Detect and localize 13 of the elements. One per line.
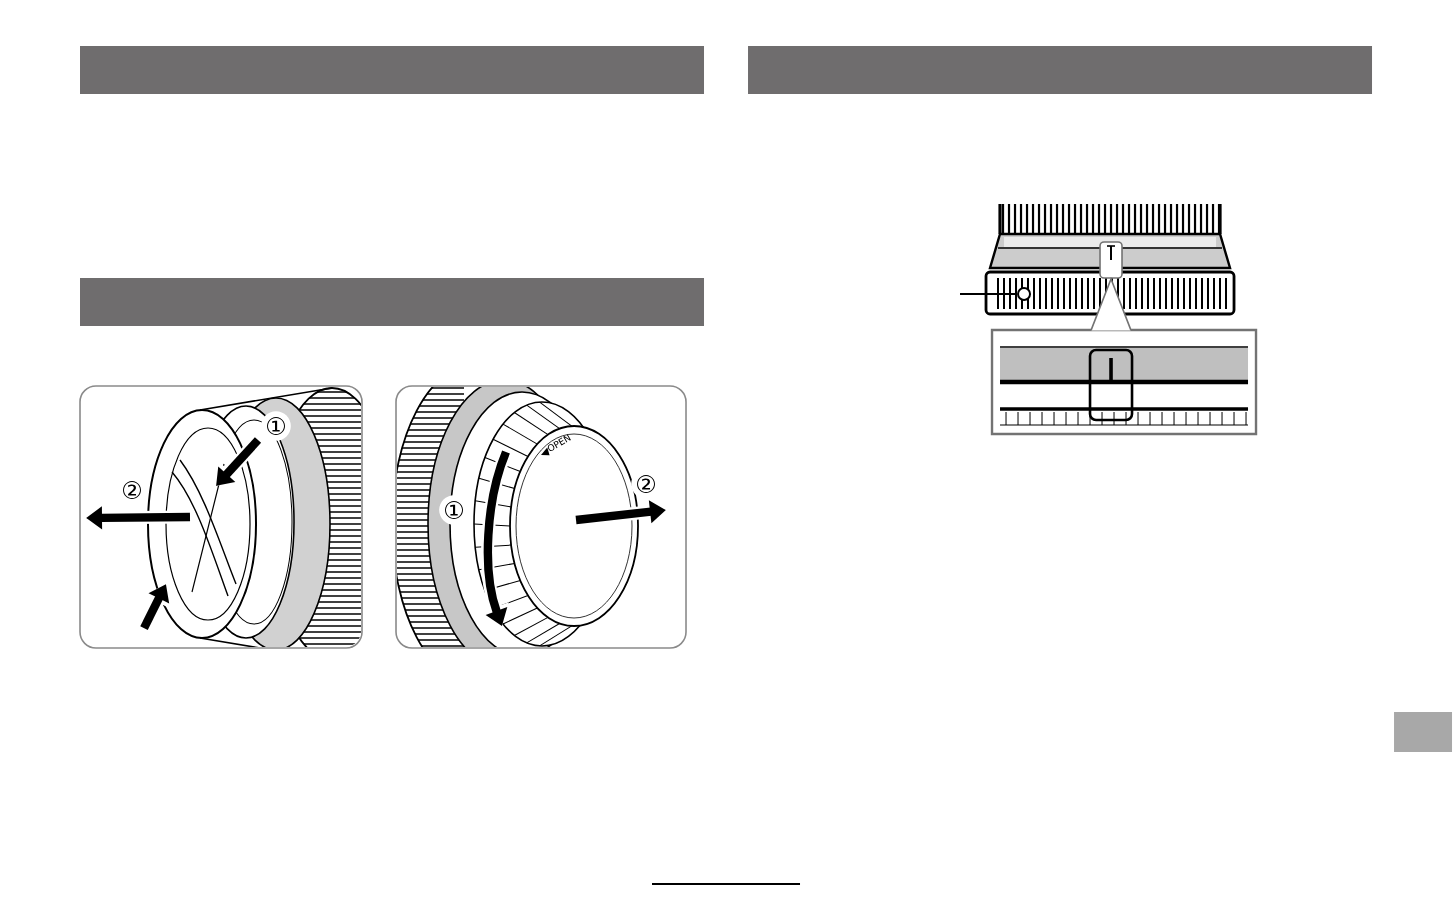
callout-number: ①: [261, 411, 291, 441]
lens-drawing: [984, 204, 1236, 316]
lens-cap-drawing: [79, 385, 363, 649]
page-tab: [1394, 712, 1452, 752]
heading-bar: [748, 46, 1372, 94]
leader-line: [959, 293, 1018, 295]
callout-number: ①: [439, 495, 469, 525]
inset-drawing: [990, 328, 1258, 436]
heading-bar: [80, 278, 704, 326]
rear-cap-drawing: [395, 385, 687, 649]
heading-bar: [80, 46, 704, 94]
callout-number: ②: [117, 475, 147, 505]
callout-number: ②: [631, 469, 661, 499]
